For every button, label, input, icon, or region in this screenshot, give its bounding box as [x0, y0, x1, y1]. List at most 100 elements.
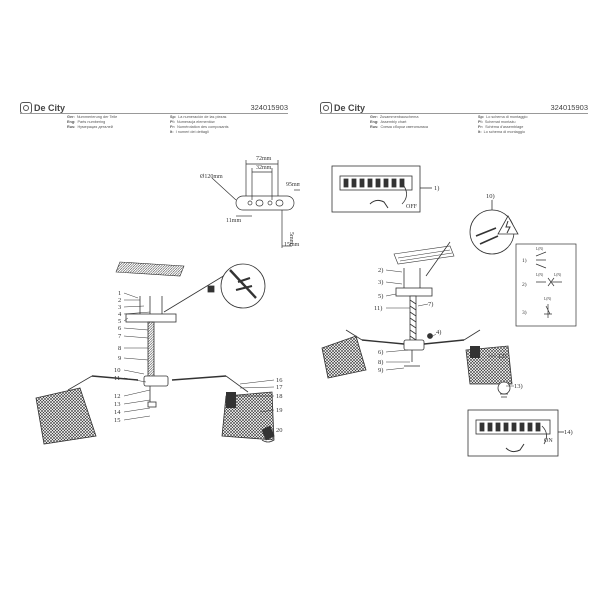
mounting-plate — [395, 287, 433, 297]
lamp-shade-right — [465, 345, 513, 385]
connector-detail — [207, 263, 266, 309]
dim-leader-120 — [211, 177, 237, 201]
part-3: 3 — [118, 304, 121, 311]
center-hub — [143, 375, 169, 387]
lamp-shade-left — [35, 387, 97, 445]
assembly-chart-page: De City 324015903 Ger:Zusammenbauschema … — [300, 0, 600, 600]
parts-diagram: 72mm 32mm Ø120mm 95mm 11mm 5mm 15mm — [35, 156, 300, 445]
lang-line: Eng:Assembly chart — [370, 120, 407, 125]
product-code: 324015903 — [250, 103, 288, 112]
lang-column-2: Sp:Lo schema di montaggio Pl:Schemat mon… — [478, 115, 528, 135]
callout-leaders — [385, 269, 514, 387]
dim-120: Ø120mm — [200, 174, 223, 180]
lang-line: Fr:Numérotation des composants — [170, 125, 229, 130]
part-17: 17 — [276, 384, 283, 391]
wire-step-2: 2) — [522, 281, 527, 288]
part-16: 16 — [276, 377, 283, 384]
wire-label-3: L(N) — [554, 273, 562, 277]
part-12: 12 — [114, 393, 121, 400]
step-12: 12) — [498, 353, 507, 360]
lang-line: Ger:Zusammenbauschema — [370, 115, 419, 119]
step-3: 3) — [378, 279, 383, 286]
arm-right — [423, 339, 465, 345]
arm-left — [361, 339, 405, 345]
on-label: ON — [544, 438, 553, 444]
step-numbers: 2) 3) 5) 11) 7) 4) 6) 8) 9) 12) 13) — [374, 267, 523, 390]
lang-line: Sp:Lo schema di montaggio — [478, 115, 528, 119]
step-2: 2) — [378, 267, 383, 274]
bracket-dimension-drawing — [211, 160, 300, 248]
dim-11: 11mm — [226, 218, 241, 224]
part-20: 20 — [276, 427, 283, 434]
lang-line: Eng:Parts numbering — [67, 120, 106, 125]
brand-name: De City — [334, 103, 366, 113]
lang-line: It:Lo schema di montaggio — [478, 130, 525, 135]
step-9: 9) — [378, 367, 383, 374]
step-13: 13) — [514, 383, 523, 390]
dim-5: 5mm — [288, 232, 294, 245]
part-18: 18 — [276, 393, 283, 400]
part-5: 5 — [118, 318, 121, 325]
step-8: 8) — [378, 359, 383, 366]
bulb — [261, 425, 275, 443]
bracket-slot — [255, 199, 264, 207]
part-10: 10 — [114, 367, 121, 374]
assembly-diagram: OFF 1) 10) 1) 2) 3) L(N) L(N) L(N) L — [321, 165, 577, 457]
wire-connector — [207, 285, 215, 293]
fixture-assembly — [345, 241, 481, 367]
lang-line: Sp:La numeración de las piezas — [170, 115, 227, 119]
lang-line: Rus:Схема сборки светильника — [370, 125, 429, 130]
part-15: 15 — [114, 417, 121, 424]
part-8: 8 — [118, 345, 121, 352]
dim-95: 95mm — [286, 182, 300, 188]
product-code: 324015903 — [550, 103, 588, 112]
bracket-hole — [247, 200, 253, 206]
breaker-box — [467, 409, 559, 457]
step-5: 5) — [378, 293, 383, 300]
part-2: 2 — [118, 297, 121, 304]
header-rule — [320, 113, 588, 114]
part-numbers: 1 2 3 4 5 6 7 8 9 10 11 12 13 14 15 16 1… — [114, 290, 283, 434]
part-6: 6 — [118, 325, 122, 332]
parts-numbering-page: De City 324015903 Ger:Nummerierung der T… — [20, 102, 300, 445]
part-9: 9 — [118, 355, 121, 362]
lang-line: Fr:Schéma d'assemblage — [478, 125, 524, 130]
dim-15: 15mm — [284, 242, 300, 248]
bracket-slot — [275, 199, 284, 207]
wiring-labels: 1) 2) 3) L(N) L(N) L(N) L(N) — [522, 247, 562, 316]
high-voltage-icon — [497, 215, 519, 235]
step-7: 7) — [428, 301, 433, 308]
bracket-hole — [267, 200, 273, 206]
step-1: 1) — [434, 185, 439, 192]
bulb — [497, 381, 511, 398]
lang-line: It:I numeri dei dettagli — [170, 130, 209, 135]
off-label: OFF — [406, 204, 418, 210]
dim-32: 32mm — [256, 165, 272, 171]
breaker-panel-off — [331, 165, 432, 213]
page-header: De City 324015903 Ger:Zusammenbauschema … — [320, 102, 588, 135]
center-rod — [147, 321, 155, 379]
breaker-box — [331, 165, 421, 213]
step-14: 14) — [564, 429, 573, 436]
step-11: 11) — [374, 305, 382, 312]
part-14: 14 — [114, 409, 121, 416]
lang-line: Pl:Schemat montażu — [478, 120, 516, 125]
step-10: 10) — [486, 193, 495, 200]
bottom-cap — [147, 401, 157, 408]
wire-step-1: 1) — [522, 257, 527, 264]
part-1: 1 — [118, 290, 121, 297]
lang-column-1: Ger:Nummerierung der Teile Eng:Parts num… — [67, 115, 117, 130]
wire-step-3: 3) — [522, 309, 527, 316]
part-7: 7 — [118, 333, 122, 340]
ceiling-surface — [115, 261, 185, 277]
dim-72: 72mm — [256, 156, 272, 162]
warning-detail — [469, 200, 519, 255]
supply-cable — [425, 241, 451, 277]
brand-name: De City — [34, 103, 66, 113]
lang-line: Rus:Нумерация деталей — [67, 125, 113, 130]
header-rule — [20, 113, 288, 114]
step-6: 6) — [378, 349, 383, 356]
wiring-steps-panel — [515, 243, 577, 327]
part-4: 4 — [118, 311, 122, 318]
lang-column-1: Ger:Zusammenbauschema Eng:Assembly chart… — [370, 115, 428, 130]
